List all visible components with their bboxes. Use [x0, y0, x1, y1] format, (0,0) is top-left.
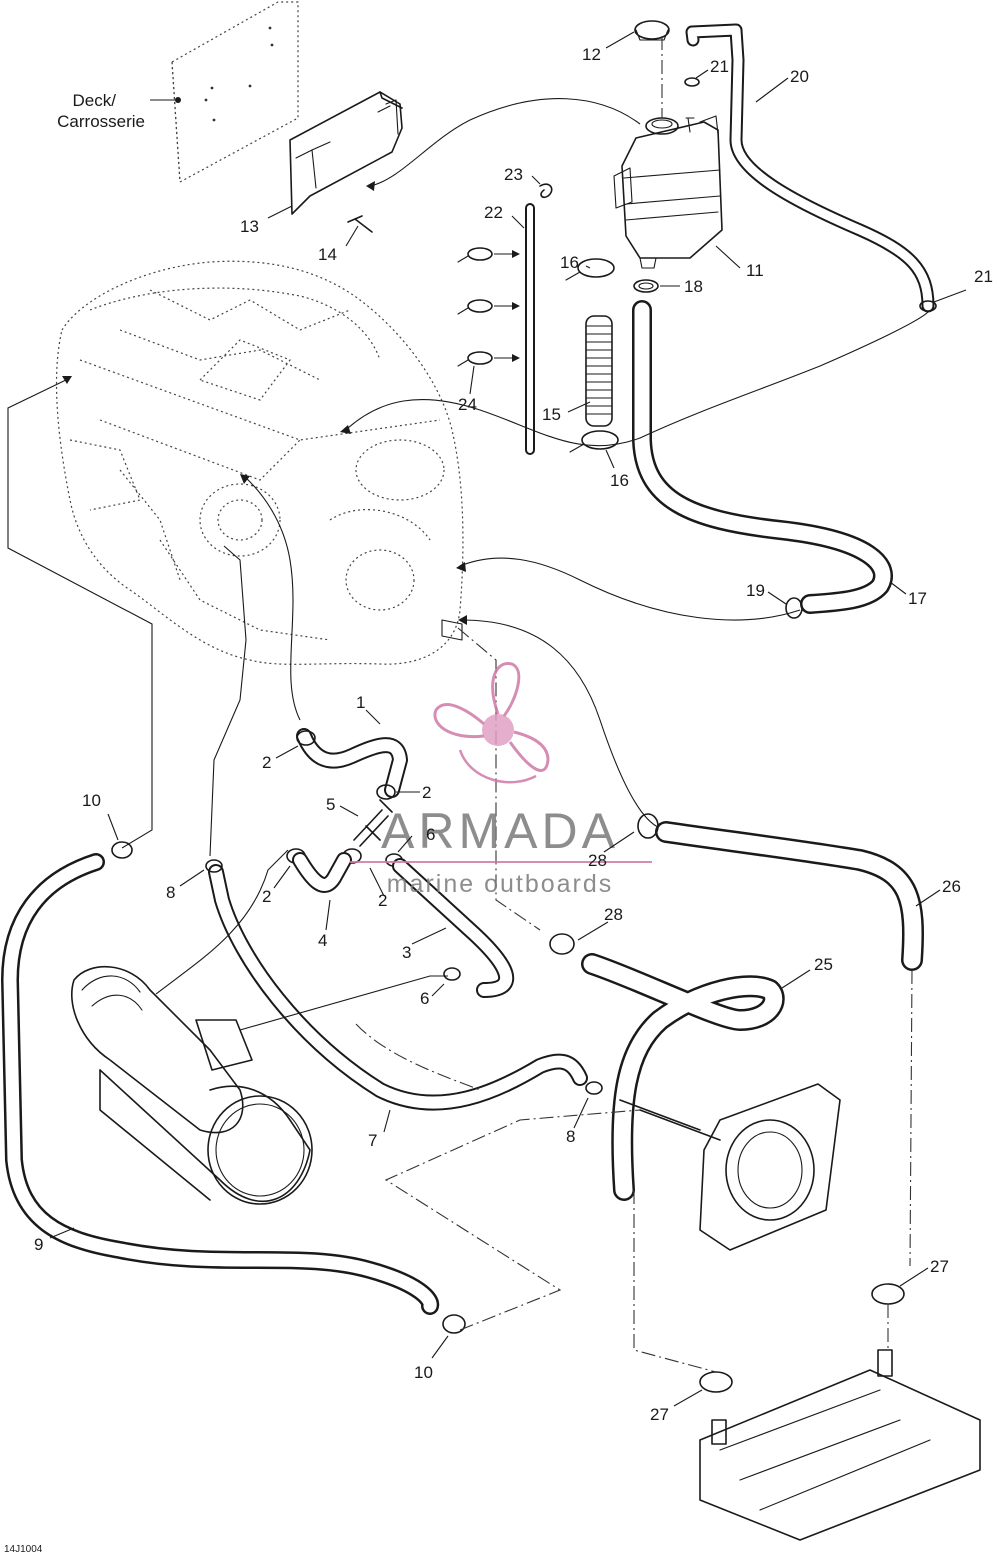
callout-24: 24: [458, 395, 477, 414]
hose-clamp: [205, 859, 603, 1095]
flow-line-left: [7, 376, 153, 849]
document-code: 14J1004: [4, 1544, 43, 1555]
callout-27: 27: [930, 1257, 949, 1276]
callout-22: 22: [484, 203, 503, 222]
ride-plate: [699, 1349, 981, 1541]
callout-18: 18: [684, 277, 703, 296]
callout-27: 27: [650, 1405, 669, 1424]
mounting-bracket: [289, 91, 403, 215]
callout-6: 6: [426, 825, 435, 844]
callout-10: 10: [414, 1363, 433, 1382]
flow-line-bottom: [355, 969, 913, 1373]
hose-clamp: [699, 1283, 905, 1393]
callout-9: 9: [34, 1235, 43, 1254]
hose-clamp: [785, 597, 803, 619]
hose-lower-s: [392, 858, 515, 998]
hose-bottom-loop: [1, 853, 440, 1315]
callout-21: 21: [974, 267, 993, 286]
callout-28: 28: [604, 905, 623, 924]
callout-25: 25: [814, 955, 833, 974]
coolant-return-hose: [632, 300, 893, 614]
hose-clamp: [549, 813, 659, 955]
callout-1: 1: [356, 693, 365, 712]
hose-clamp: [633, 279, 659, 293]
callout-14: 14: [318, 245, 337, 264]
leader-lines: [49, 31, 967, 1407]
deck-panel: [171, 1, 299, 183]
callout-19: 19: [746, 581, 765, 600]
propeller-logo-icon: [433, 662, 550, 784]
deck-label-line2: Carrosserie: [57, 112, 145, 131]
callout-10: 10: [82, 791, 101, 810]
callout-16: 16: [610, 471, 629, 490]
callout-5: 5: [326, 795, 335, 814]
callout-16: 16: [560, 253, 579, 272]
corrugated-hose: [585, 315, 613, 427]
callout-8: 8: [166, 883, 175, 902]
watermark-tagline: marine outboards: [387, 870, 614, 898]
callout-3: 3: [402, 943, 411, 962]
watermark: ARMADA marine outboards: [350, 662, 652, 898]
callout-17: 17: [908, 589, 927, 608]
flow-curves-top: [340, 98, 929, 829]
vent-hose: [685, 23, 935, 313]
callout-23: 23: [504, 165, 523, 184]
callout-7: 7: [368, 1131, 377, 1150]
callout-26: 26: [942, 877, 961, 896]
callout-4: 4: [318, 931, 327, 950]
pressure-cap: [634, 20, 670, 41]
hose-clip: [539, 183, 553, 199]
callout-2: 2: [262, 753, 271, 772]
callout-11: 11: [746, 261, 764, 280]
watermark-brand: ARMADA: [381, 803, 619, 859]
screw: [347, 215, 373, 233]
labels: Deck/ Carrosserie 1 2 2 2 2 3 4 5 6 6 7 …: [4, 45, 993, 1555]
hose-elbow: [292, 852, 352, 893]
hose-long: [208, 864, 588, 1111]
flow-line-engine-1: [243, 475, 301, 721]
callout-28: 28: [588, 851, 607, 870]
cable-tie-clips: [457, 247, 520, 367]
hose-26: [655, 821, 925, 971]
engine: [55, 260, 464, 665]
callout-2: 2: [422, 783, 431, 802]
callout-15: 15: [542, 405, 561, 424]
coolant-expansion-tank: [613, 115, 723, 269]
callout-12: 12: [582, 45, 601, 64]
callout-8: 8: [566, 1127, 575, 1146]
hose-25: [581, 953, 785, 1201]
callout-13: 13: [240, 217, 259, 236]
tee-fitting: [353, 799, 393, 847]
cable-tie: [565, 258, 619, 453]
callout-21: 21: [710, 57, 729, 76]
callout-2: 2: [378, 891, 387, 910]
clamp-small: [684, 77, 937, 312]
hose-upper: [296, 728, 408, 798]
callout-20: 20: [790, 67, 809, 86]
hose-clamp: [111, 841, 466, 1334]
deck-label-line1: Deck/: [73, 91, 117, 110]
callout-6: 6: [420, 989, 429, 1008]
jet-pump-housing: [619, 1083, 841, 1251]
callout-2: 2: [262, 887, 271, 906]
intercooler: [70, 965, 313, 1205]
